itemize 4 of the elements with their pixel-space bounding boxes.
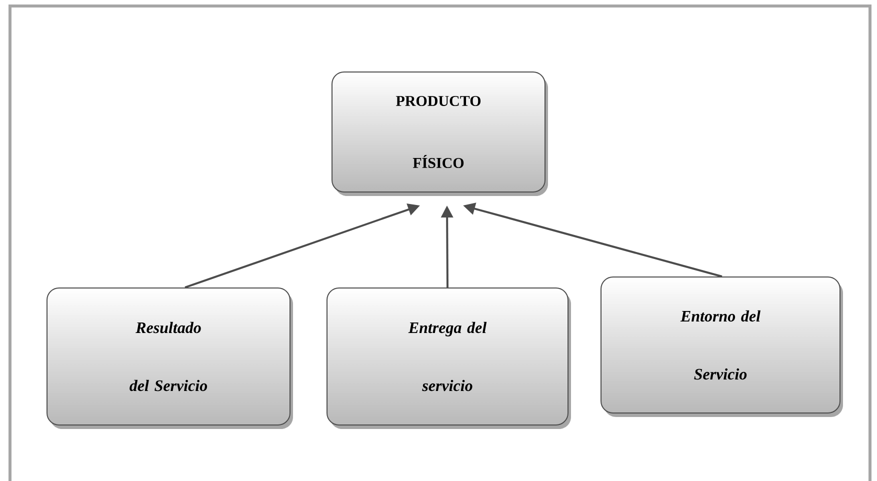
rounded-box: PRODUCTO FÍSICO: [332, 72, 548, 196]
rounded-box: Entrega del servicio: [326, 287, 571, 429]
rounded-box: Entorno del Servicio: [600, 276, 843, 417]
rounded-box: Resultado del Servicio: [46, 287, 293, 429]
